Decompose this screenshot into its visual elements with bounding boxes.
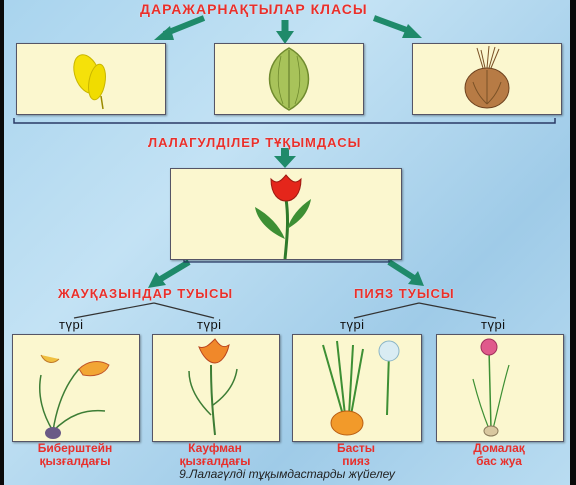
species-2-line2: қызғалдағы xyxy=(179,454,251,468)
class-title: ДАРАЖАРНАҚТЫЛАР КЛАСЫ xyxy=(140,1,368,17)
figure-caption: 9.Лалагүлді тұқымдастарды жүйелеу xyxy=(179,467,395,481)
arrowhead-tulip-genus xyxy=(148,272,166,288)
arrowhead-onion-genus xyxy=(408,271,424,286)
line-onion-to-sp3 xyxy=(353,302,420,319)
kaufman-tulip-icon xyxy=(188,338,238,436)
onion-icon xyxy=(322,340,400,436)
species-box-round-head-onion xyxy=(436,334,564,442)
bracket-family xyxy=(183,258,390,263)
species-4-line2: бас жуа xyxy=(476,454,522,468)
species-word-1: түрі xyxy=(59,317,84,332)
bulb-box xyxy=(412,43,562,115)
species-box-kaufman xyxy=(152,334,280,442)
family-title: ЛАЛАГУЛДІЛЕР ТҰҚЫМДАСЫ xyxy=(148,135,362,150)
green-leaf-icon xyxy=(268,47,310,111)
arrowhead-family xyxy=(274,156,296,168)
species-label-2: Кауфман қызғалдағы xyxy=(152,442,278,468)
species-word-2: түрі xyxy=(197,317,222,332)
family-tulip-box xyxy=(170,168,402,260)
species-label-4: Домалақ бас жуа xyxy=(436,442,562,468)
species-box-bieberstein xyxy=(12,334,140,442)
species-box-onion xyxy=(292,334,422,442)
round-head-onion-icon xyxy=(472,338,510,437)
bracket-top-boxes xyxy=(13,118,556,124)
connector-layer xyxy=(13,15,556,319)
petal-box xyxy=(16,43,166,115)
arrow-to-tulip-genus xyxy=(157,259,191,283)
line-onion-to-sp4 xyxy=(418,302,497,319)
diagram-panel: ДАРАЖАРНАҚТЫЛАР КЛАСЫ xyxy=(4,0,570,485)
species-3-line2: пияз xyxy=(342,454,370,468)
arrowhead-class-left xyxy=(154,26,174,40)
line-tulip-to-sp2 xyxy=(153,302,215,319)
orange-tulip-icon xyxy=(39,354,110,439)
arrowhead-class-center xyxy=(276,31,294,44)
genus-title-onions: ПИЯЗ ТУЫСЫ xyxy=(354,286,455,301)
species-1-line1: Биберштейн xyxy=(37,441,113,455)
genus-title-tulips: ЖАУҚАЗЫНДАР ТУЫСЫ xyxy=(58,286,234,301)
red-tulip-icon xyxy=(255,174,311,259)
species-4-line1: Домалақ xyxy=(473,441,525,455)
species-2-line1: Кауфман xyxy=(188,441,242,455)
leaf-box xyxy=(214,43,364,115)
species-3-line1: Басты xyxy=(336,441,376,455)
arrow-to-onion-genus xyxy=(387,259,416,281)
species-word-4: түрі xyxy=(481,317,506,332)
species-label-3: Басты пияз xyxy=(292,442,420,468)
yellow-petal-icon xyxy=(73,54,106,110)
species-1-line2: қызғалдағы xyxy=(39,454,111,468)
root-bulb-icon xyxy=(464,45,510,109)
arrowhead-class-right xyxy=(402,24,422,38)
species-label-1: Биберштейн қызғалдағы xyxy=(12,442,138,468)
species-word-3: түрі xyxy=(340,317,365,332)
line-tulip-to-sp1 xyxy=(73,302,155,319)
